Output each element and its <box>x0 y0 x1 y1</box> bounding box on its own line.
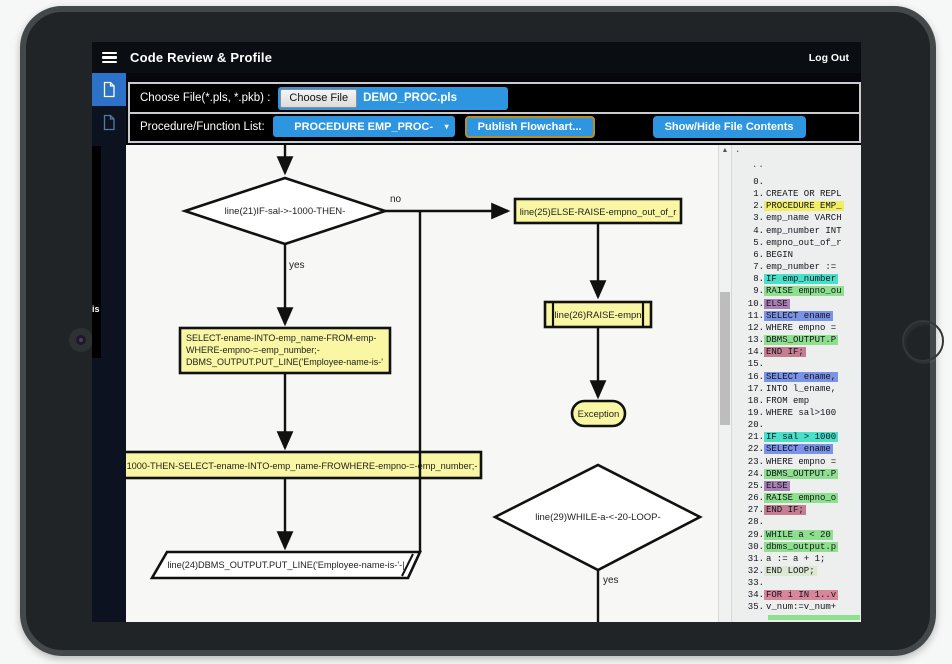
flowchart-scrollbar[interactable]: ▲ <box>718 145 732 622</box>
flow-exception-terminator <box>570 399 627 428</box>
flow-select-box <box>178 326 392 375</box>
procedure-row: Procedure/Function List: PROCEDURE EMP_P… <box>130 112 859 139</box>
flow-decision-if-sal <box>180 176 390 246</box>
code-line: 29. WHILE a < 20 <box>747 529 833 540</box>
code-line: 4. emp_number INT <box>753 225 842 236</box>
code-line: 33. <box>747 578 764 589</box>
document-icon <box>103 81 115 98</box>
flow-select-line1: SELECT-ename-INTO-emp_name-FROM-emp- <box>186 333 376 343</box>
page-title: Code Review & Profile <box>130 50 273 65</box>
flow-else-raise-label: line(25)ELSE-RAISE-empno_out_of_r <box>520 207 677 217</box>
flow-wide-box-label: 1000-THEN-SELECT-ename-INTO-emp_name-FRO… <box>127 461 478 471</box>
code-line: 21. IF sal > 1000 <box>747 432 839 443</box>
code-line: 17. INTO l_ename, <box>747 383 837 394</box>
code-line: 9. RAISE empno_ou <box>753 286 844 297</box>
flow-raise-process-box <box>543 300 653 329</box>
code-line: 13. DBMS_OUTPUT.P <box>747 335 839 346</box>
show-hide-contents-button[interactable]: Show/Hide File Contents <box>652 115 806 138</box>
code-line: 3. emp_name VARCH <box>753 213 842 224</box>
scrollbar-up-icon[interactable]: ▲ <box>721 147 729 154</box>
code-line: 2. PROCEDURE EMP_ <box>753 201 844 212</box>
code-line: 18. FROM emp <box>747 395 810 406</box>
code-line: 15. <box>747 359 764 370</box>
app-screen: Code Review & Profile Log Out is Choose … <box>92 42 861 622</box>
procedure-select-value: PROCEDURE EMP_PROC- <box>294 120 434 133</box>
code-line: 32. END LOOP; <box>747 566 817 576</box>
selected-filename: DEMO_PROC.pls <box>363 92 458 104</box>
code-line: 34. FOR i IN 1..v <box>747 590 839 601</box>
file-toolbar: Choose File(*.pls, *.pkb) : Choose File … <box>128 82 861 143</box>
publish-flowchart-button[interactable]: Publish Flowchart... <box>464 115 595 138</box>
sidebar-item-file-1[interactable] <box>92 73 126 106</box>
code-line: 25. ELSE <box>747 480 790 491</box>
camera-ring-icon <box>902 320 944 362</box>
flow-decision-while-label: line(29)WHILE-a-<-20-LOOP- <box>535 512 660 523</box>
flow-decision-if-sal-label: line(21)IF-sal->-1000-THEN- <box>225 206 346 217</box>
code-line: 35. v_num:=v_num+ <box>747 602 837 613</box>
chevron-down-icon: ▾ <box>444 122 449 131</box>
code-line: 24. DBMS_OUTPUT.P <box>747 468 839 479</box>
code-line: 26. RAISE empno_o <box>747 493 839 504</box>
code-line: 31. a := a + 1; <box>747 553 826 564</box>
flow-yes2-label: yes <box>603 575 619 586</box>
code-line: 1. CREATE OR REPL <box>753 189 842 200</box>
scrollbar-thumb[interactable] <box>720 292 730 425</box>
code-deco-dot: . <box>735 145 741 155</box>
flowchart-canvas: line(21)IF-sal->-1000-THEN- no yes line(… <box>120 145 718 622</box>
flow-yes-label: yes <box>289 260 305 271</box>
procedure-list-label: Procedure/Function List: <box>140 120 265 133</box>
file-input[interactable]: Choose File DEMO_PROC.pls <box>278 86 509 110</box>
flow-decision-while <box>492 463 703 572</box>
collapsed-panel-strip: is <box>92 146 101 358</box>
code-line: 0. <box>753 177 764 187</box>
flow-output-label: line(24)DBMS_OUTPUT.PUT_LINE('Employee-n… <box>167 560 404 570</box>
code-line: 14. END IF; <box>747 347 806 358</box>
code-line: 11. SELECT ename <box>747 310 833 321</box>
code-line: 27. END IF; <box>747 505 806 516</box>
partial-label: is <box>92 304 100 314</box>
sidebar-item-file-2[interactable] <box>92 106 126 139</box>
code-line: 12. WHERE empno = <box>747 322 837 333</box>
code-line: 23. WHERE empno = <box>747 456 837 467</box>
menu-icon[interactable] <box>102 52 117 63</box>
logout-button[interactable]: Log Out <box>808 51 849 64</box>
flow-no-label: no <box>390 194 402 205</box>
flow-raise-process-label: line(26)RAISE-empn <box>554 310 641 321</box>
code-line: 19. WHERE sal>100 <box>747 407 837 418</box>
front-camera-icon <box>69 328 93 352</box>
procedure-select[interactable]: PROCEDURE EMP_PROC- ▾ <box>272 116 455 137</box>
code-line: 8. IF emp_number <box>753 274 839 285</box>
flow-output-parallelogram <box>149 550 423 580</box>
code-line: 5. empno_out_of_r <box>753 237 842 248</box>
code-line: 10. ELSE <box>747 298 790 309</box>
choose-file-row: Choose File(*.pls, *.pkb) : Choose File … <box>130 84 859 112</box>
code-next-highlight-sliver <box>768 615 860 620</box>
flow-exception-label: Exception <box>578 409 620 420</box>
code-deco-dots: .. <box>752 160 765 170</box>
code-line: 30. dbms_output.p <box>747 541 839 552</box>
choose-file-label: Choose File(*.pls, *.pkb) : <box>140 92 271 104</box>
code-line: 22. SELECT ename <box>747 444 833 455</box>
flow-select-line2: WHERE-empno-=-emp_number;- <box>186 345 320 355</box>
code-line: 6. BEGIN <box>753 249 794 260</box>
code-line: 16. SELECT ename, <box>747 371 839 382</box>
flow-else-raise-box <box>513 197 683 225</box>
code-line: 28. <box>747 517 764 528</box>
document-icon <box>103 114 115 131</box>
code-line: 7. emp_number := <box>753 262 837 273</box>
choose-file-button[interactable]: Choose File <box>280 88 358 108</box>
flow-select-line3: DBMS_OUTPUT.PUT_LINE('Employee-name-is-' <box>186 357 383 367</box>
code-line: 20. <box>747 420 764 431</box>
top-navbar: Code Review & Profile Log Out <box>92 42 861 73</box>
